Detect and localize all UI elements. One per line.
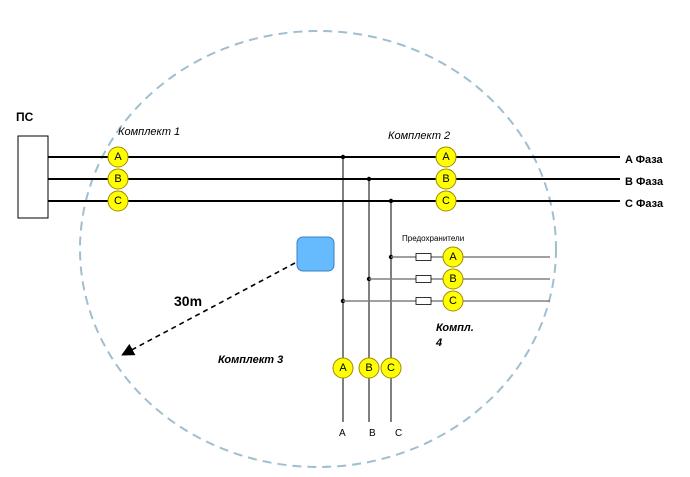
fuse-a: [415, 253, 432, 261]
sensor-letter: A: [449, 251, 457, 263]
set3-sensor-c: C: [380, 357, 402, 379]
sensor-letter: B: [442, 173, 449, 185]
set1-sensor-c: C: [107, 190, 129, 212]
sensor-letter: A: [339, 362, 347, 374]
phase-label-b: B Фаза: [625, 176, 664, 188]
sensor-letter: C: [114, 195, 122, 207]
distance-arrow: [121, 262, 296, 356]
set1-sensor-a: A: [107, 146, 129, 168]
set4-sensor-a: A: [442, 246, 464, 268]
set1-sensor-b: B: [107, 168, 129, 190]
substation-label: ПС: [16, 110, 34, 124]
set4-label-line1: Компл.: [436, 322, 474, 334]
drop-label-a: A: [339, 428, 346, 439]
phase-label-a: A Фаза: [625, 154, 664, 166]
substation-box: [17, 135, 49, 219]
sensor-letter: A: [114, 151, 122, 163]
set1-label: Комплект 1: [118, 126, 180, 138]
set3-label: Комплект 3: [218, 354, 283, 366]
distance-label: 30m: [174, 293, 202, 309]
set3-sensor-b: B: [358, 357, 380, 379]
sensor-letter: C: [449, 295, 457, 307]
drop-label-c: C: [395, 428, 402, 439]
set2-sensor-c: C: [435, 190, 457, 212]
junction-dot: [388, 198, 394, 204]
sensor-letter: B: [365, 362, 372, 374]
fuse-b: [415, 275, 432, 283]
set4-sensor-b: B: [442, 268, 464, 290]
fuses-label: Предохранители: [402, 234, 464, 243]
sensor-letter: B: [114, 173, 121, 185]
set4-label-line2: 4: [435, 337, 442, 349]
sensor-letter: A: [442, 151, 450, 163]
drop-label-b: B: [369, 428, 376, 439]
set4-sensor-c: C: [442, 290, 464, 312]
sensor-letter: C: [442, 195, 450, 207]
coverage-circle: [79, 30, 557, 468]
fuse-c: [415, 297, 432, 305]
set3-sensor-a: A: [332, 357, 354, 379]
sensor-letter: B: [449, 273, 456, 285]
sensor-letter: C: [387, 362, 395, 374]
set2-label: Комплект 2: [388, 130, 450, 142]
junction-dot: [340, 154, 346, 160]
junction-dot: [366, 176, 372, 182]
set2-sensor-b: B: [435, 168, 457, 190]
set2-sensor-a: A: [435, 146, 457, 168]
phase-label-c: C Фаза: [625, 198, 664, 210]
device-box: [296, 236, 335, 272]
